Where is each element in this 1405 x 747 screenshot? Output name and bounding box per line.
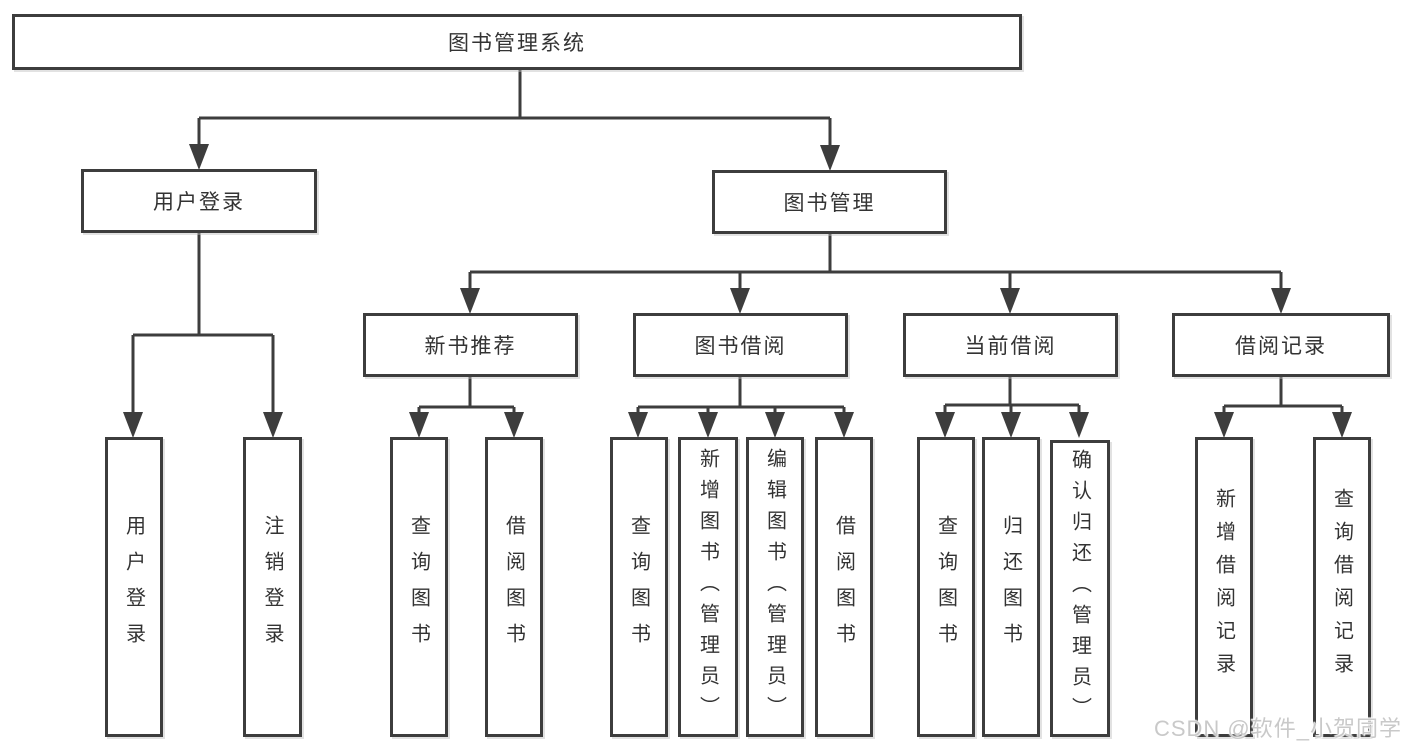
arrowhead [628,412,648,438]
arrowhead [935,412,955,438]
leaf-edit-books-admin: 编辑图书（管理员） [746,437,804,737]
leaf-query-borrow-record-label: 查询借阅记录 [1330,488,1353,686]
csdn-watermark: CSDN @软件_小贺同学 [1153,716,1402,741]
node-current-borrow: 当前借阅 [903,313,1118,377]
leaf-recommend-borrow-books-label: 借阅图书 [502,515,525,659]
node-current-borrow-label: 当前借阅 [964,335,1057,358]
node-root: 图书管理系统 [12,14,1022,70]
arrowhead [409,412,429,438]
leaf-edit-books-admin-label: 编辑图书（管理员） [763,447,786,727]
node-borrow-records: 借阅记录 [1172,313,1390,377]
leaf-logout: 注销登录 [243,437,302,737]
leaf-add-books-admin-label: 新增图书（管理员） [696,447,719,727]
arrowhead [834,412,854,438]
arrowhead [1069,412,1089,438]
leaf-add-borrow-record: 新增借阅记录 [1195,437,1253,737]
leaf-add-borrow-record-label: 新增借阅记录 [1212,488,1235,686]
leaf-recommend-query-books-label: 查询图书 [407,515,430,659]
arrowhead [820,145,840,171]
arrowhead [123,412,143,438]
arrowhead [1271,288,1291,314]
arrowhead [1000,288,1020,314]
leaf-recommend-borrow-books: 借阅图书 [485,437,543,737]
node-root-label: 图书管理系统 [448,32,586,55]
leaf-query-borrow-record: 查询借阅记录 [1313,437,1371,737]
leaf-recommend-query-books: 查询图书 [390,437,448,737]
node-book-borrow: 图书借阅 [633,313,848,377]
leaf-current-query-books: 查询图书 [917,437,975,737]
leaf-user-login: 用户登录 [105,437,163,737]
leaf-borrow-borrow-books: 借阅图书 [815,437,873,737]
node-new-book-recommend: 新书推荐 [363,313,578,377]
arrowhead [460,288,480,314]
arrowhead [189,144,209,170]
node-user-login-label: 用户登录 [153,191,245,214]
leaf-user-login-label: 用户登录 [122,515,145,659]
leaf-add-books-admin: 新增图书（管理员） [678,437,738,737]
leaf-confirm-return-admin-label: 确认归还（管理员） [1068,449,1091,728]
leaf-borrow-query-books: 查询图书 [610,437,668,737]
node-book-management-label: 图书管理 [783,192,876,215]
arrowhead [698,412,718,438]
node-book-borrow-label: 图书借阅 [694,335,787,358]
node-new-book-recommend-label: 新书推荐 [424,335,517,358]
node-user-login: 用户登录 [81,169,317,233]
leaf-borrow-borrow-books-label: 借阅图书 [832,515,855,659]
arrowhead [263,412,283,438]
arrowhead [1214,412,1234,438]
arrowhead [730,288,750,314]
arrowhead [504,412,524,438]
leaf-return-books-label: 归还图书 [999,515,1022,659]
arrowhead [1332,412,1352,438]
leaf-logout-label: 注销登录 [261,515,283,659]
arrowhead [1001,412,1021,438]
leaf-return-books: 归还图书 [982,437,1040,737]
leaf-borrow-query-books-label: 查询图书 [627,515,650,659]
node-book-management: 图书管理 [712,170,947,234]
leaf-current-query-books-label: 查询图书 [934,515,957,659]
node-borrow-records-label: 借阅记录 [1235,335,1327,358]
leaf-confirm-return-admin: 确认归还（管理员） [1050,440,1110,737]
arrowhead [765,412,785,438]
